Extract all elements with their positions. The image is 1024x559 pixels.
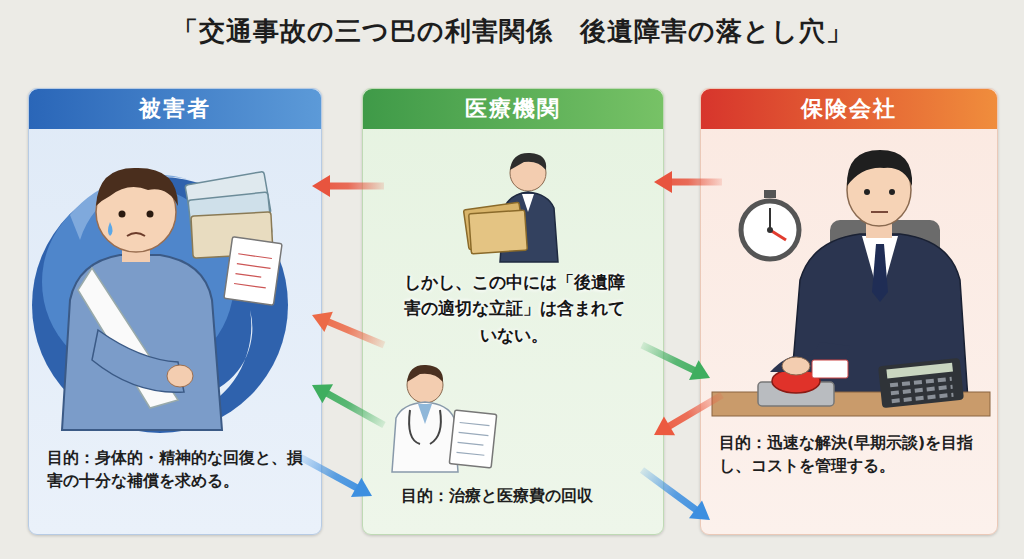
panel-heading: 保険会社 — [701, 89, 997, 129]
arrow-shaft — [325, 320, 384, 345]
purpose-text: 目的：治療と医療費の回収 — [401, 485, 641, 508]
arrow-shaft — [668, 179, 722, 186]
panel-heading: 医療機関 — [363, 89, 663, 129]
purpose-text: 目的：身体的・精神的な回復と、損害の十分な補償を求める。 — [47, 447, 312, 494]
panel-heading: 被害者 — [29, 89, 321, 129]
arrow-head — [654, 171, 672, 193]
arrow-shaft — [326, 183, 384, 190]
arrow-head — [654, 416, 675, 435]
panel-box: 被害者目的：身体的・精神的な回復と、損害の十分な補償を求める。 — [28, 88, 322, 535]
arrow-head — [689, 500, 710, 520]
panel-box: 保険会社目的：迅速な解決(早期示談)を目指し、コストを管理する。 — [700, 88, 998, 535]
diagram-title: 「交通事故の三つ巴の利害関係 後遺障害の落とし穴」 — [0, 14, 1024, 49]
arrow-shaft — [642, 470, 699, 512]
arrow-head — [312, 312, 333, 332]
arrow-shaft — [300, 457, 360, 489]
arrow-head — [689, 360, 710, 380]
arrow-shaft — [324, 392, 384, 425]
flow-arrow — [642, 345, 710, 380]
flow-arrow — [300, 457, 372, 497]
panel-box: 医療機関しかし、この中には「後遺障害の適切な立証」は含まれていない。目的：治療と… — [362, 88, 664, 535]
flow-arrow — [654, 395, 722, 435]
purpose-text: 目的：迅速な解決(早期示談)を目指し、コストを管理する。 — [719, 432, 984, 479]
arrow-shaft — [642, 345, 697, 372]
arrow-shaft — [666, 395, 722, 428]
flow-arrow — [642, 470, 710, 520]
arrow-head — [351, 478, 372, 497]
warning-note: しかし、この中には「後遺障害の適切な立証」は含まれていない。 — [399, 269, 629, 348]
arrow-head — [312, 384, 333, 403]
flow-arrow — [312, 384, 384, 425]
flow-arrow — [312, 312, 384, 345]
arrow-head — [312, 175, 330, 197]
flow-arrow — [312, 175, 384, 197]
flow-arrow — [654, 171, 722, 193]
